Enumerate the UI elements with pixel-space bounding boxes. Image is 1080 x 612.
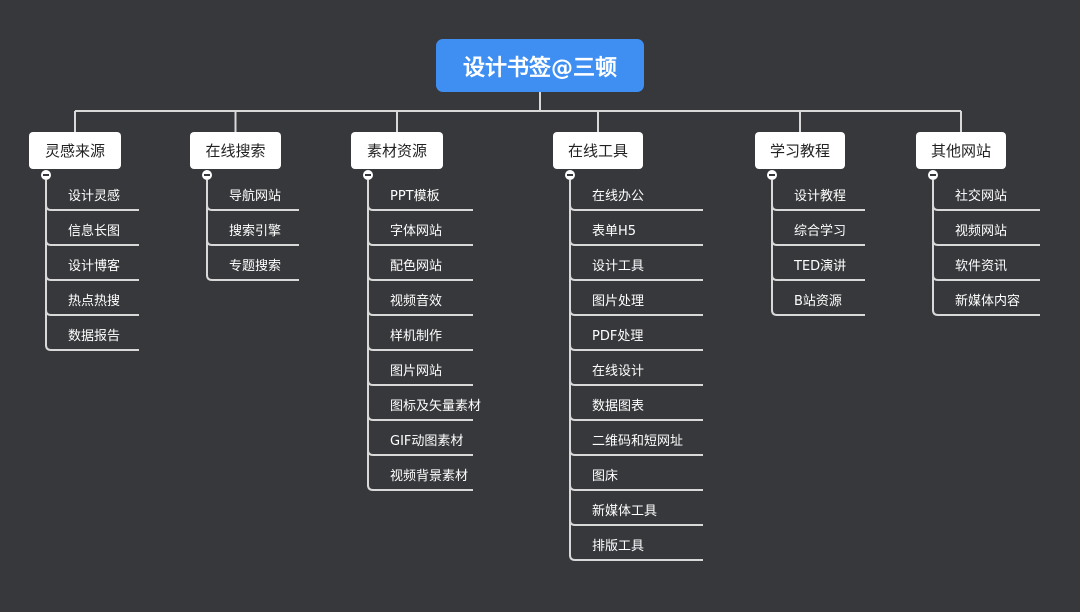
collapse-icon[interactable] bbox=[767, 170, 777, 180]
collapse-icon[interactable] bbox=[41, 170, 51, 180]
item-underline bbox=[771, 309, 865, 316]
item-underline bbox=[367, 379, 473, 386]
topic-item[interactable]: 表单H5 bbox=[592, 224, 637, 239]
item-underline bbox=[206, 204, 299, 211]
item-underline bbox=[569, 449, 703, 456]
topic-item[interactable]: 专题搜索 bbox=[229, 259, 282, 274]
topic-item[interactable]: 样机制作 bbox=[390, 329, 443, 344]
collapse-icon[interactable] bbox=[928, 170, 938, 180]
topic-item[interactable]: 信息长图 bbox=[68, 224, 121, 239]
item-underline bbox=[569, 204, 703, 211]
item-underline bbox=[367, 449, 473, 456]
topic-item[interactable]: 在线设计 bbox=[592, 364, 645, 379]
topic-item[interactable]: 新媒体内容 bbox=[955, 294, 1021, 309]
item-underline bbox=[569, 414, 703, 421]
item-underline bbox=[367, 309, 473, 316]
category-node[interactable]: 在线搜索 bbox=[190, 132, 281, 169]
topic-item[interactable]: 排版工具 bbox=[592, 539, 645, 554]
item-underline bbox=[45, 344, 139, 351]
topic-item[interactable]: B站资源 bbox=[794, 294, 842, 309]
topic-item[interactable]: 配色网站 bbox=[390, 259, 443, 274]
topic-item[interactable]: 图片处理 bbox=[592, 294, 645, 309]
topic-item[interactable]: 视频网站 bbox=[955, 224, 1008, 239]
item-underline bbox=[45, 274, 139, 281]
item-underline bbox=[45, 204, 139, 211]
item-underline bbox=[569, 274, 703, 281]
category-node[interactable]: 其他网站 bbox=[916, 132, 1006, 169]
topic-item[interactable]: PPT模板 bbox=[390, 189, 440, 204]
item-underline bbox=[771, 204, 865, 211]
item-underline bbox=[367, 274, 473, 281]
topic-item[interactable]: 视频音效 bbox=[390, 294, 443, 309]
category-node[interactable]: 在线工具 bbox=[553, 132, 643, 169]
topic-item[interactable]: GIF动图素材 bbox=[390, 434, 464, 449]
topic-item[interactable]: 视频背景素材 bbox=[390, 469, 469, 484]
topic-item[interactable]: 设计工具 bbox=[592, 259, 645, 274]
item-underline bbox=[569, 344, 703, 351]
topic-item[interactable]: 字体网站 bbox=[390, 224, 443, 239]
category-label: 学习教程 bbox=[769, 142, 830, 160]
item-underline bbox=[569, 309, 703, 316]
category-node[interactable]: 素材资源 bbox=[351, 132, 443, 169]
item-underline bbox=[569, 519, 703, 526]
item-underline bbox=[206, 239, 299, 246]
item-underline bbox=[367, 239, 473, 246]
item-underline bbox=[569, 379, 703, 386]
item-underline bbox=[367, 484, 473, 491]
topic-item[interactable]: 设计博客 bbox=[68, 259, 121, 274]
item-underline bbox=[45, 239, 139, 246]
topic-item[interactable]: 综合学习 bbox=[794, 224, 847, 239]
category-label: 在线工具 bbox=[567, 142, 628, 160]
item-underline bbox=[932, 309, 1040, 316]
topic-item[interactable]: 软件资讯 bbox=[955, 259, 1008, 274]
item-underline bbox=[771, 239, 865, 246]
topic-item[interactable]: 图床 bbox=[592, 469, 619, 484]
item-underline bbox=[569, 484, 703, 491]
topic-item[interactable]: 搜索引擎 bbox=[229, 224, 282, 239]
topic-item[interactable]: 设计灵感 bbox=[68, 189, 121, 204]
root-title: 设计书签@三顿 bbox=[462, 55, 617, 81]
topic-item[interactable]: 热点热搜 bbox=[68, 294, 121, 309]
item-underline bbox=[932, 239, 1040, 246]
topic-item[interactable]: TED演讲 bbox=[794, 259, 847, 274]
topic-item[interactable]: 数据图表 bbox=[592, 399, 645, 414]
topic-item[interactable]: 数据报告 bbox=[68, 329, 121, 344]
topic-item[interactable]: 社交网站 bbox=[955, 189, 1008, 204]
category-node[interactable]: 学习教程 bbox=[755, 132, 845, 169]
topic-item[interactable]: 新媒体工具 bbox=[592, 504, 658, 519]
item-underline bbox=[771, 274, 865, 281]
collapse-icon[interactable] bbox=[565, 170, 575, 180]
category-label: 在线搜索 bbox=[205, 142, 266, 160]
item-underline bbox=[206, 274, 299, 281]
collapse-icon[interactable] bbox=[363, 170, 373, 180]
topic-item[interactable]: 二维码和短网址 bbox=[592, 434, 684, 449]
item-underline bbox=[45, 309, 139, 316]
item-underline bbox=[367, 344, 473, 351]
item-underline bbox=[932, 274, 1040, 281]
category-node[interactable]: 灵感来源 bbox=[29, 132, 121, 169]
topic-item[interactable]: 图片网站 bbox=[390, 364, 443, 379]
topic-item[interactable]: 设计教程 bbox=[794, 189, 847, 204]
category-label: 其他网站 bbox=[930, 142, 991, 160]
root-node[interactable]: 设计书签@三顿 bbox=[436, 39, 644, 92]
item-underline bbox=[367, 204, 473, 211]
item-underline bbox=[569, 239, 703, 246]
topic-item[interactable]: 导航网站 bbox=[229, 189, 282, 204]
topic-item[interactable]: 图标及矢量素材 bbox=[390, 399, 482, 414]
category-label: 素材资源 bbox=[366, 142, 427, 160]
item-underline bbox=[367, 414, 473, 421]
topic-item[interactable]: 在线办公 bbox=[592, 189, 645, 204]
category-label: 灵感来源 bbox=[44, 142, 105, 160]
collapse-icon[interactable] bbox=[202, 170, 212, 180]
topic-item[interactable]: PDF处理 bbox=[592, 329, 644, 344]
item-underline bbox=[932, 204, 1040, 211]
item-underline bbox=[569, 554, 703, 561]
